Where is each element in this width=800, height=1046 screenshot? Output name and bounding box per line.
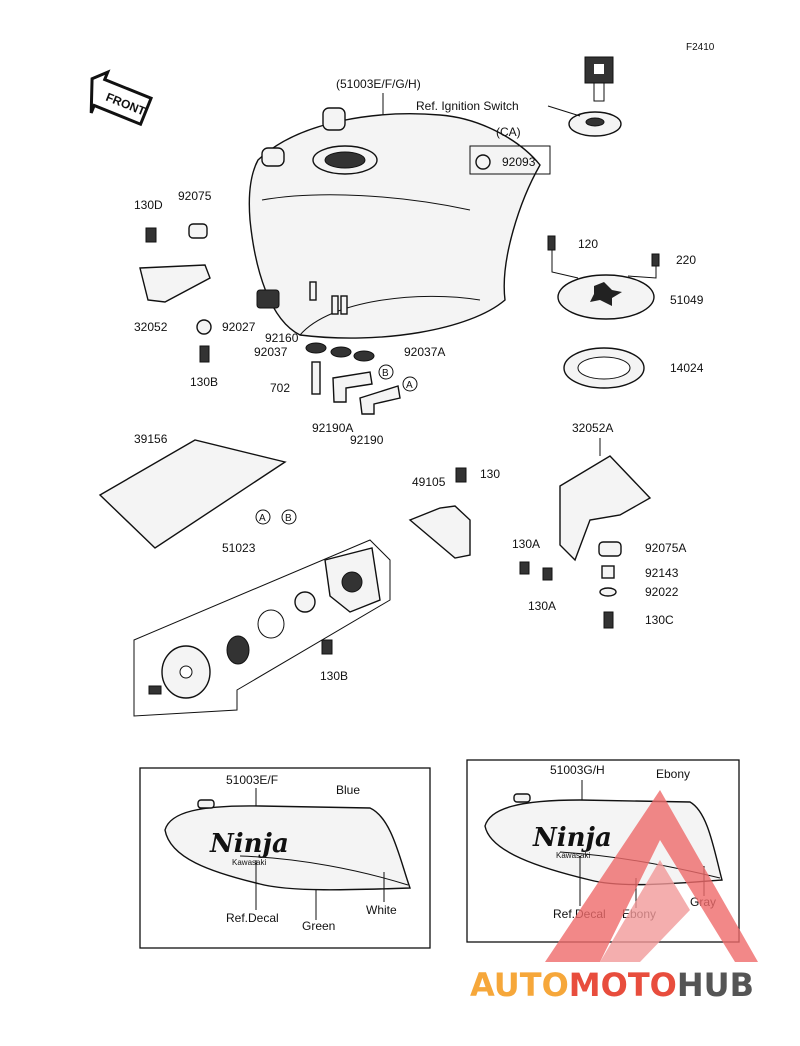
label-ignition-ref: Ref. Ignition Switch — [416, 99, 519, 113]
label-130C: 130C — [645, 613, 674, 627]
watermark-text: AUTOMOTOHUB — [470, 966, 754, 1004]
panel-right-logo: Ninja — [532, 823, 612, 853]
label-92075A: 92075A — [645, 541, 686, 555]
label-702: 702 — [270, 381, 290, 395]
label-51049: 51049 — [670, 293, 704, 307]
label-130B-top: 130B — [190, 375, 218, 389]
color-panel-left: 51003E/F Blue Ninja Kawasaki Ref.Decal G… — [139, 767, 431, 949]
label-32052A: 32052A — [572, 421, 613, 435]
connector-a-bottom: A — [259, 513, 266, 524]
label-92022: 92022 — [645, 585, 679, 599]
label-92143: 92143 — [645, 566, 679, 580]
panel-left-color-bottom: Green — [302, 919, 335, 933]
label-39156: 39156 — [134, 432, 168, 446]
label-ca: (CA) — [496, 125, 521, 139]
label-130A-2: 130A — [528, 599, 556, 613]
label-92190A: 92190A — [312, 421, 353, 435]
label-92027: 92027 — [222, 320, 256, 334]
panel-left-logo: Ninja — [209, 829, 289, 859]
pad-39156 — [98, 439, 287, 549]
label-32052: 32052 — [134, 320, 168, 334]
label-92037: 92037 — [254, 345, 288, 359]
watermark-part-auto: AUTO — [470, 966, 569, 1004]
panel-right-logo-sub: Kawasaki — [556, 851, 590, 860]
panel-left-logo-sub: Kawasaki — [232, 858, 266, 867]
bracket-32052 — [139, 264, 211, 303]
watermark-part-hub: HUB — [677, 966, 754, 1004]
label-130A-1: 130A — [512, 537, 540, 551]
label-92037A: 92037A — [404, 345, 445, 359]
label-120: 120 — [578, 237, 598, 251]
label-220: 220 — [676, 253, 696, 267]
connector-b-bottom: B — [285, 513, 292, 524]
label-49105: 49105 — [412, 475, 446, 489]
panel-left-color-side: White — [366, 903, 397, 917]
panel-left-ref: Ref.Decal — [226, 911, 279, 925]
panel-right-color-top: Ebony — [656, 767, 690, 781]
bracket-32052A — [559, 455, 652, 562]
label-130D: 130D — [134, 198, 163, 212]
label-14024: 14024 — [670, 361, 704, 375]
label-92093: 92093 — [502, 155, 536, 169]
panel-left-model: 51003E/F — [226, 773, 278, 787]
label-92190: 92190 — [350, 433, 384, 447]
ignition-key-icon — [568, 56, 622, 137]
watermark-logo — [545, 790, 758, 962]
front-arrow-icon: FRONT — [89, 69, 154, 127]
label-51023: 51023 — [222, 541, 256, 555]
label-130B-bottom: 130B — [320, 669, 348, 683]
figure-code: F2410 — [686, 42, 715, 53]
label-tank: (51003E/F/G/H) — [336, 77, 421, 91]
watermark-part-moto: MOTO — [569, 966, 677, 1004]
connector-b-top: B — [382, 368, 389, 379]
panel-left-color-top: Blue — [336, 783, 360, 797]
label-130: 130 — [480, 467, 500, 481]
panel-right-model: 51003G/H — [550, 763, 605, 777]
connector-a-top: A — [406, 380, 413, 391]
label-92075: 92075 — [178, 189, 212, 203]
label-92160: 92160 — [265, 331, 299, 345]
fuel-tank — [248, 107, 541, 339]
